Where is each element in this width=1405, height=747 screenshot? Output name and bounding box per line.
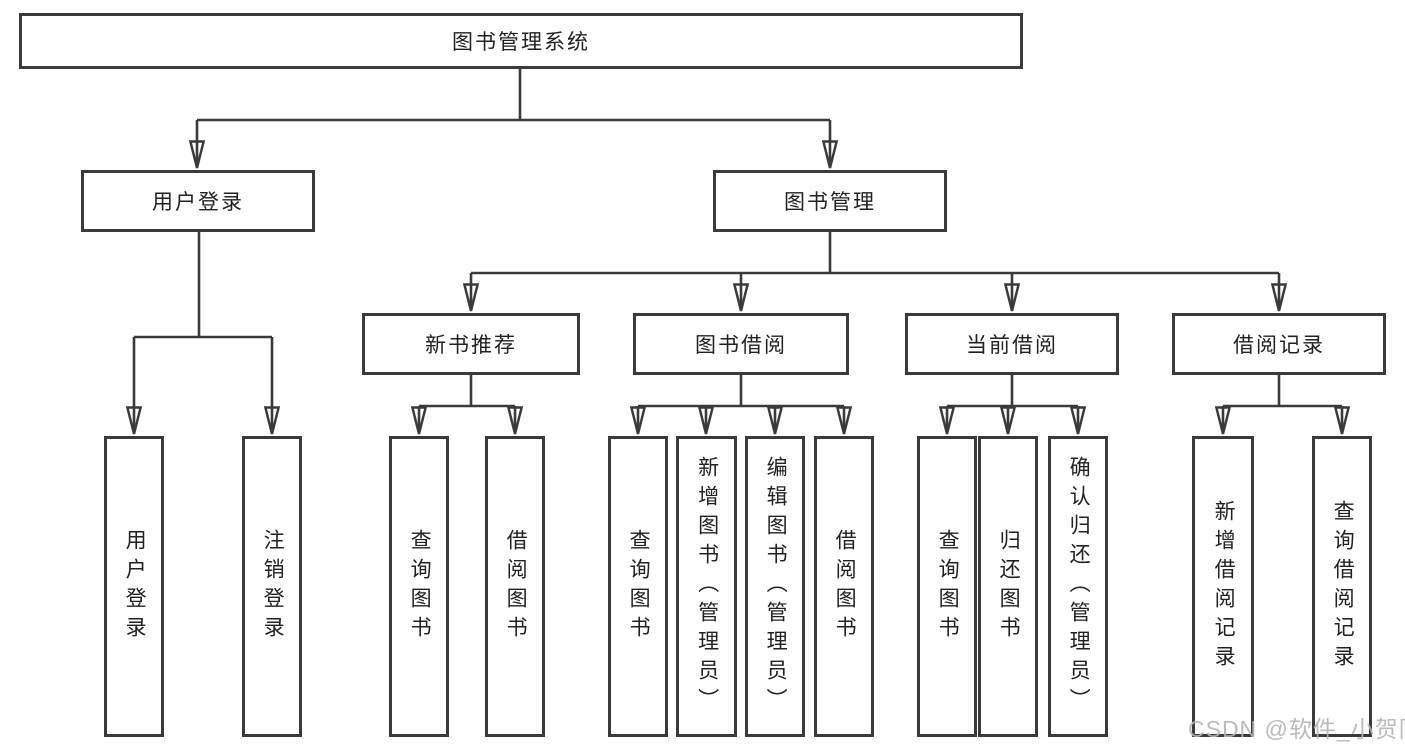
node-current-borrow: 当前借阅	[905, 313, 1119, 375]
leaf-confirm-return-admin: 确认归还（管理员）	[1048, 436, 1108, 737]
node-current-borrow-label: 当前借阅	[966, 334, 1058, 357]
leaf-return-books: 归还图书	[978, 436, 1038, 737]
edges-borrow-record-group	[1214, 375, 1351, 435]
node-book-management: 图书管理	[713, 170, 947, 232]
leaf-query-books-current: 查询图书	[917, 436, 977, 737]
node-borrow-records: 借阅记录	[1172, 313, 1386, 375]
leaf-query-borrow-record-label: 查询借阅记录	[1331, 499, 1355, 674]
leaf-add-books-admin: 新增图书（管理员）	[676, 436, 737, 737]
leaf-borrow-books: 借阅图书	[814, 436, 874, 737]
leaf-user-login-label: 用户登录	[123, 528, 147, 645]
leaf-borrow-books-recommend: 借阅图书	[485, 436, 545, 737]
leaf-query-books-current-label: 查询图书	[936, 528, 960, 645]
leaf-add-borrow-record-label: 新增借阅记录	[1212, 499, 1236, 674]
leaf-query-borrow-record: 查询借阅记录	[1312, 436, 1372, 737]
node-book-borrow-label: 图书借阅	[695, 334, 787, 357]
leaf-add-books-admin-label: 新增图书（管理员）	[695, 456, 719, 717]
edges-book-borrow-group	[629, 375, 853, 435]
leaf-edit-books-admin-label: 编辑图书（管理员）	[764, 456, 788, 717]
node-root: 图书管理系统	[19, 13, 1023, 69]
leaf-add-borrow-record: 新增借阅记录	[1192, 436, 1254, 737]
node-user-login: 用户登录	[81, 170, 315, 232]
leaf-borrow-books-label: 借阅图书	[833, 528, 857, 645]
node-book-management-label: 图书管理	[784, 191, 876, 214]
leaf-query-books-recommend-label: 查询图书	[408, 528, 432, 645]
leaf-query-books-borrow: 查询图书	[608, 436, 668, 737]
leaf-query-books-recommend: 查询图书	[389, 436, 449, 737]
leaf-query-books-borrow-label: 查询图书	[627, 528, 651, 645]
leaf-edit-books-admin: 编辑图书（管理员）	[745, 436, 805, 737]
node-book-borrow: 图书借阅	[633, 313, 849, 375]
edges-new-book-group	[410, 375, 524, 435]
leaf-logout: 注销登录	[242, 436, 302, 737]
node-borrow-records-label: 借阅记录	[1233, 334, 1325, 357]
node-new-book-recommend: 新书推荐	[362, 313, 580, 375]
leaf-return-books-label: 归还图书	[997, 528, 1021, 645]
csdn-watermark: CSDN @软件_小贺同学	[1188, 716, 1405, 742]
edges-user-login-group	[125, 232, 281, 435]
edges-book-management-to-level3	[462, 232, 1288, 312]
leaf-user-login: 用户登录	[104, 436, 164, 737]
leaf-confirm-return-admin-label: 确认归还（管理员）	[1067, 456, 1091, 717]
edges-current-borrow-group	[938, 375, 1087, 435]
edges-root-to-level2	[188, 69, 839, 169]
leaf-logout-label: 注销登录	[261, 528, 285, 645]
node-new-book-recommend-label: 新书推荐	[425, 334, 517, 357]
node-user-login-label: 用户登录	[152, 191, 244, 214]
leaf-borrow-books-recommend-label: 借阅图书	[504, 528, 528, 645]
node-root-label: 图书管理系统	[452, 31, 590, 54]
